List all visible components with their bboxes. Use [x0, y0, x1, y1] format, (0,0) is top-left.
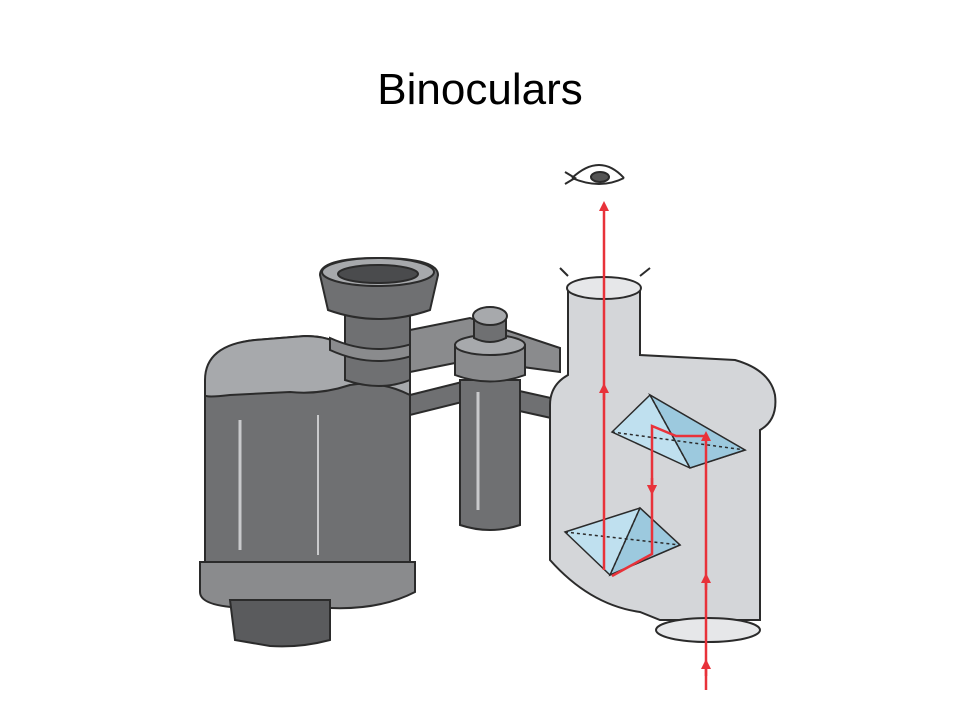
- prism-reflection-ray: [647, 424, 706, 495]
- slide-title: Binoculars: [377, 65, 583, 114]
- upper-prism: [610, 393, 747, 469]
- left-eyepiece: [318, 256, 440, 387]
- eye-icon: [564, 164, 625, 185]
- left-barrel: [199, 334, 416, 648]
- light-ray-path: [599, 201, 711, 690]
- hinge-bridge: [409, 306, 561, 531]
